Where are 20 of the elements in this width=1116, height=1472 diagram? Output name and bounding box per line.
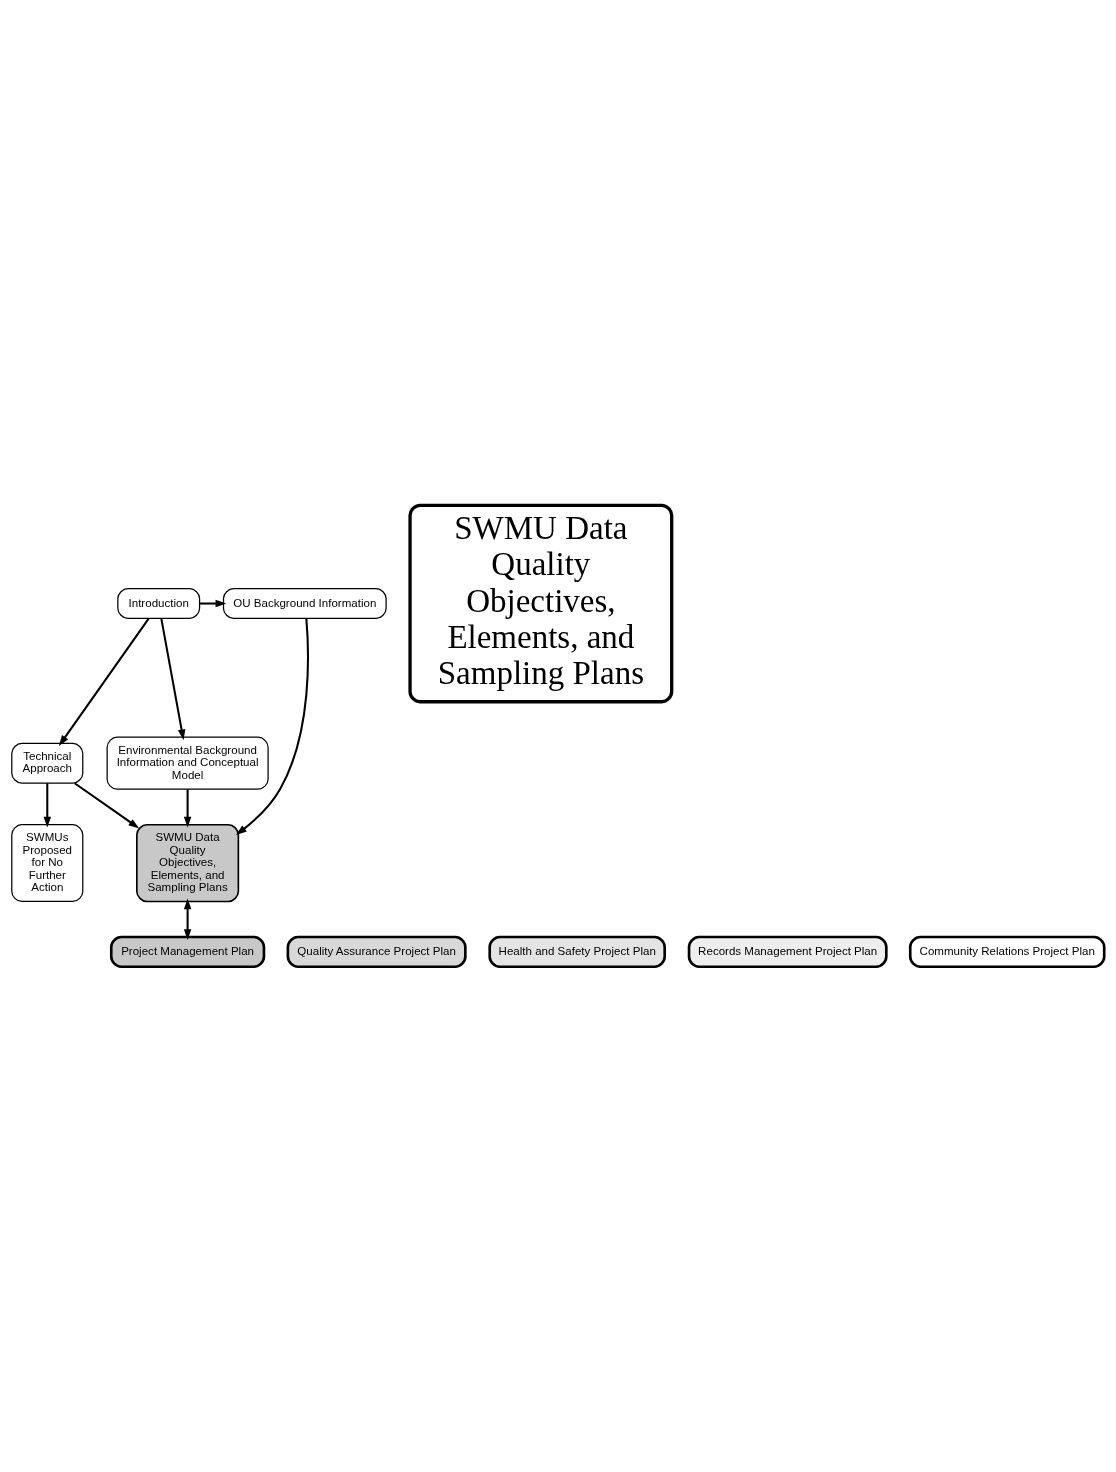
arrow bbox=[183, 789, 192, 828]
node-box: Community Relations Project Plan bbox=[908, 935, 1106, 969]
node-box: SWMU Data Quality Objectives, Elements, and Sampling Plans bbox=[136, 823, 240, 903]
arrow bbox=[235, 618, 309, 835]
arrow bbox=[183, 898, 192, 940]
node-box: Introduction bbox=[117, 588, 201, 619]
node-box: Environmental Background Information and Conceptual Model bbox=[106, 736, 269, 790]
node-box: OU Background Information bbox=[222, 588, 387, 619]
node-box: Quality Assurance Project Plan bbox=[286, 935, 467, 969]
node-box: SWMUs Proposed for No Further Action bbox=[11, 824, 84, 903]
arrow bbox=[58, 618, 150, 746]
arrow bbox=[160, 618, 186, 741]
node-box: Technical Approach bbox=[11, 742, 84, 784]
arrow bbox=[43, 783, 52, 828]
node-box: Records Management Project Plan bbox=[687, 935, 888, 969]
node-box: SWMU Data Quality Objectives, Elements, and Sampling Plans bbox=[408, 503, 674, 704]
node-box: Project Management Plan bbox=[109, 935, 266, 969]
arrow bbox=[199, 599, 227, 608]
arrow bbox=[74, 782, 140, 829]
node-box: Health and Safety Project Plan bbox=[488, 935, 666, 969]
